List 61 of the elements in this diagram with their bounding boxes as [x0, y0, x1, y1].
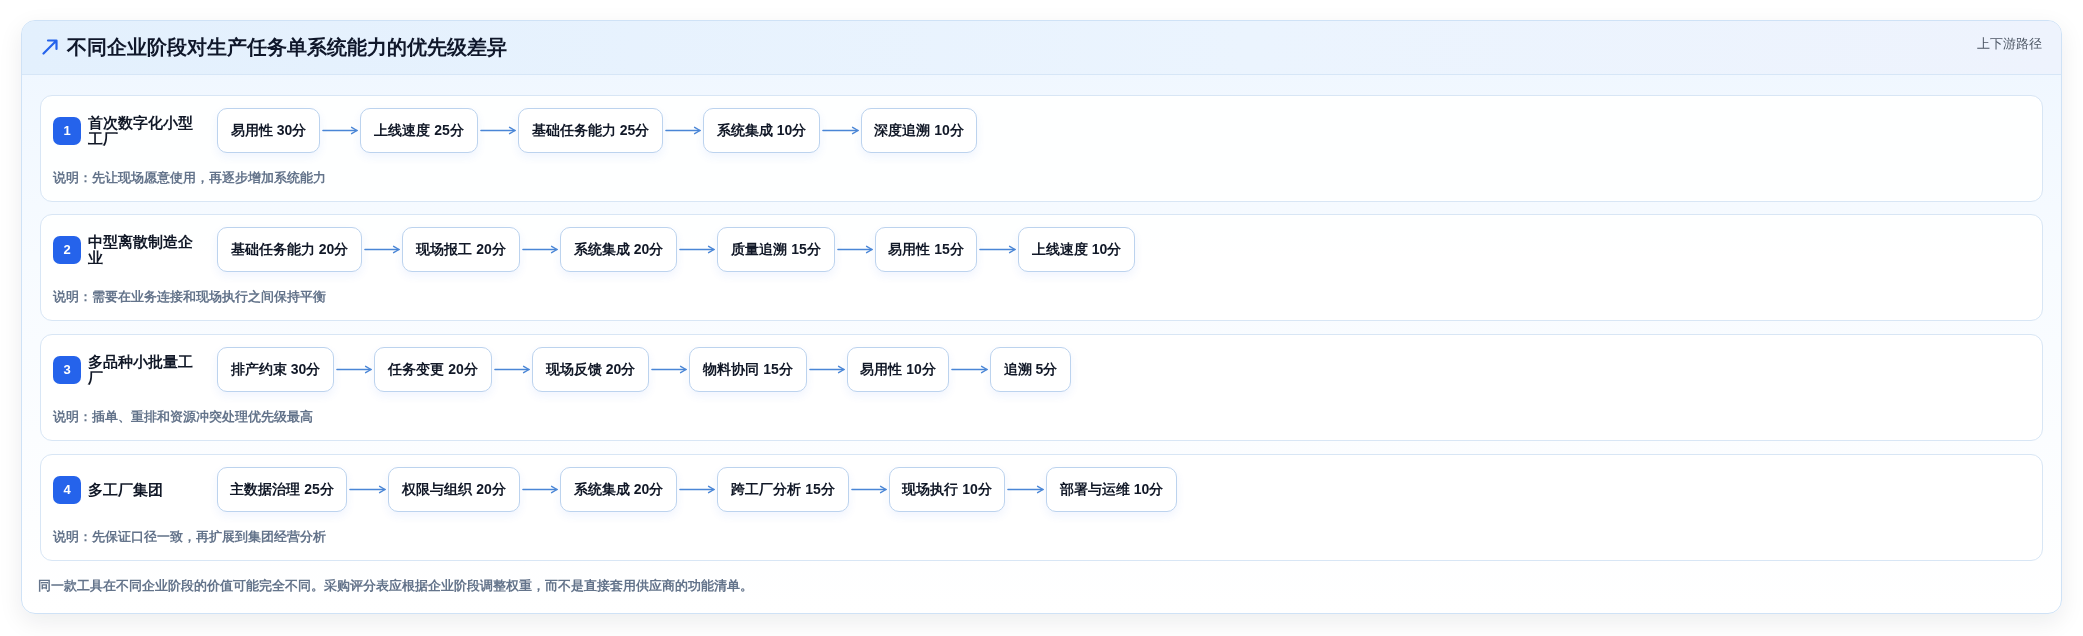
step-box: 物料协同 15分 [689, 347, 807, 392]
step-box: 主数据治理 25分 [217, 467, 347, 512]
arrow [822, 126, 859, 135]
step-box: 上线速度 25分 [360, 108, 478, 153]
step-box: 深度追溯 10分 [861, 108, 977, 153]
number-badge: 3 [53, 355, 81, 384]
stage-panel [40, 454, 2043, 561]
arrow [322, 126, 358, 135]
arrow [651, 365, 687, 374]
step-box: 部署与运维 10分 [1046, 467, 1177, 512]
arrow [679, 245, 715, 254]
arrow [480, 126, 516, 135]
title: 不同企业阶段对生产任务单系统能力的优先级差异 [67, 35, 507, 59]
step-box: 易用性 30分 [217, 108, 320, 153]
arrow [522, 485, 558, 494]
stage-panel [40, 334, 2043, 441]
number-badge: 1 [53, 116, 81, 145]
stage-name: 多品种小批量工厂 [88, 354, 194, 386]
footer-note: 同一款工具在不同企业阶段的价值可能完全不同。采购评分表应根据企业阶段调整权重，而不是直接套用供应商的功能清单。 [38, 578, 753, 594]
step-box: 现场报工 20分 [402, 227, 520, 272]
arrow [951, 365, 988, 374]
arrow [837, 245, 873, 254]
stage-name: 多工厂集团 [88, 482, 164, 498]
stage-panel [40, 95, 2043, 202]
step-box: 易用性 10分 [847, 347, 949, 392]
step-box: 易用性 15分 [875, 227, 977, 272]
arrow [851, 485, 887, 494]
step-box: 系统集成 20分 [560, 227, 677, 272]
arrow [679, 485, 715, 494]
arrow [809, 365, 845, 374]
arrow [979, 245, 1016, 254]
step-box: 基础任务能力 20分 [217, 227, 362, 272]
step-box: 权限与组织 20分 [388, 467, 520, 512]
step-box: 上线速度 10分 [1018, 227, 1135, 272]
stage-name: 中型离散制造企业 [88, 234, 194, 266]
step-box: 现场反馈 20分 [532, 347, 649, 392]
number-badge: 2 [53, 235, 81, 264]
step-box: 任务变更 20分 [374, 347, 492, 392]
note-text: 说明：插单、重排和资源冲突处理优先级最高 [53, 409, 313, 425]
step-box: 质量追溯 15分 [717, 227, 835, 272]
step-box: 系统集成 10分 [703, 108, 820, 153]
stage-panel [40, 214, 2043, 321]
step-box: 系统集成 20分 [560, 467, 677, 512]
arrow [1007, 485, 1044, 494]
note-text: 说明：先保证口径一致，再扩展到集团经营分析 [53, 529, 326, 545]
note-text: 说明：需要在业务连接和现场执行之间保持平衡 [53, 289, 326, 305]
arrow [336, 365, 372, 374]
arrow [665, 126, 701, 135]
step-box: 跨工厂分析 15分 [717, 467, 849, 512]
step-box: 现场执行 10分 [889, 467, 1005, 512]
arrow [522, 245, 558, 254]
number-badge: 4 [53, 475, 81, 504]
arrow [494, 365, 530, 374]
stage-name: 首次数字化小型工厂 [88, 115, 194, 147]
arrow [349, 485, 386, 494]
step-box: 基础任务能力 25分 [518, 108, 663, 153]
arrow [364, 245, 400, 254]
header-note: 上下游路径 [1977, 36, 2042, 52]
step-box: 排产约束 30分 [217, 347, 334, 392]
step-box: 追溯 5分 [990, 347, 1071, 392]
note-text: 说明：先让现场愿意使用，再逐步增加系统能力 [53, 170, 326, 186]
